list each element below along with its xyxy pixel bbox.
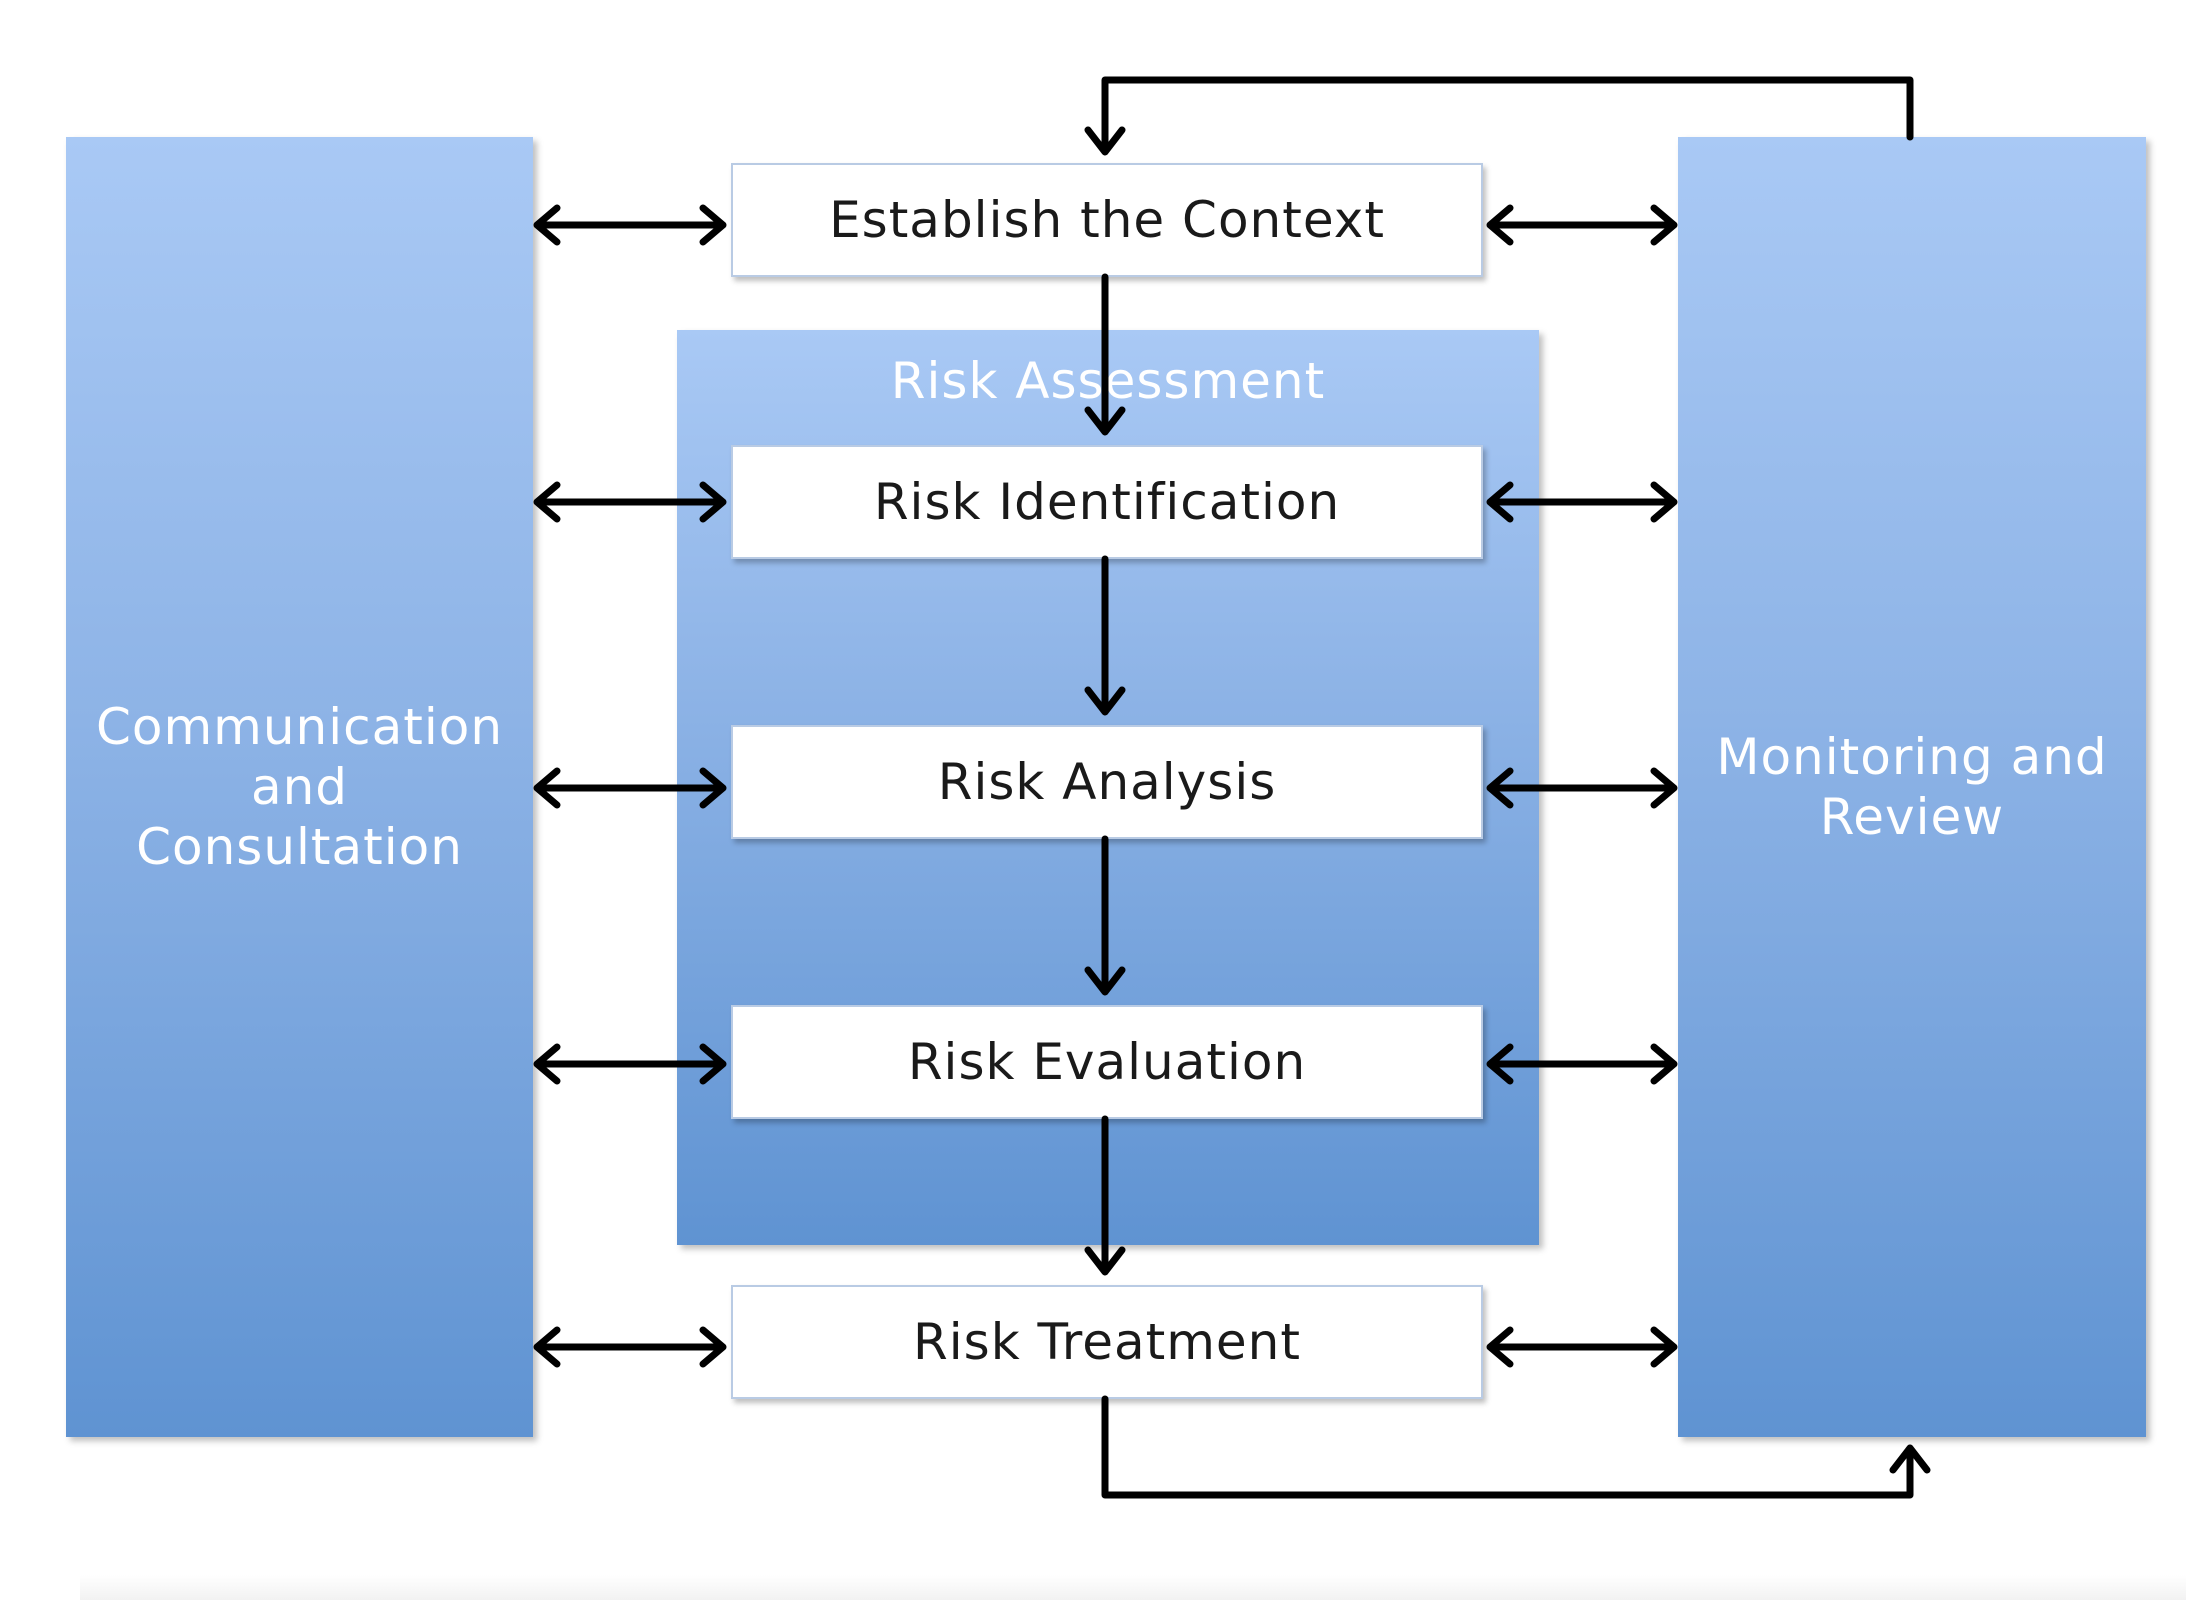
left-arrow-treatment	[533, 1326, 727, 1368]
monitoring-review-panel: Monitoring and Review	[1678, 137, 2146, 1437]
communication-consultation-label: Communication and Consultation	[95, 698, 504, 876]
left-arrow-context	[533, 204, 727, 246]
establish-context-box: Establish the Context	[731, 163, 1483, 277]
feedback-loop-bottom-arrowhead	[1889, 1444, 1931, 1474]
bottom-shade	[80, 1575, 2186, 1600]
right-arrow-context	[1486, 204, 1678, 246]
flow-arrowhead-evaluation-treatment	[1084, 1246, 1126, 1276]
risk-treatment-box: Risk Treatment	[731, 1285, 1483, 1399]
right-arrow-treatment	[1486, 1326, 1678, 1368]
risk-identification-box: Risk Identification	[731, 445, 1483, 559]
risk-evaluation-box: Risk Evaluation	[731, 1005, 1483, 1119]
monitoring-review-label: Monitoring and Review	[1716, 728, 2108, 846]
communication-consultation-panel: Communication and Consultation	[66, 137, 533, 1437]
risk-analysis-box: Risk Analysis	[731, 725, 1483, 839]
risk-assessment-label: Risk Assessment	[890, 352, 1326, 410]
feedback-loop-top-arrowhead	[1084, 126, 1126, 156]
